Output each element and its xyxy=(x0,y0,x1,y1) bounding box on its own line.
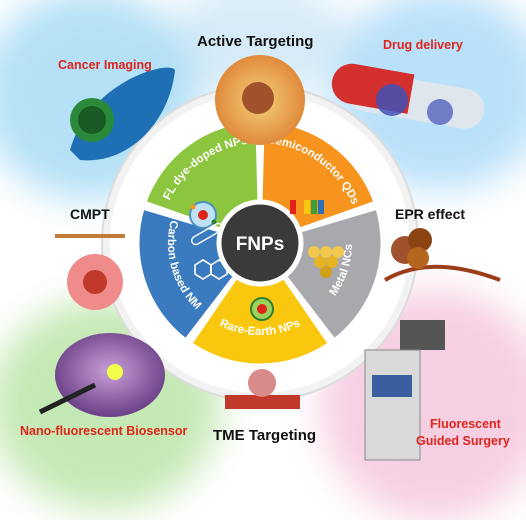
tme-targeting-label: TME Targeting xyxy=(213,427,317,444)
drug-delivery-illustration xyxy=(331,63,485,129)
fl-dye-illustration xyxy=(189,201,217,229)
segment-metal-nc xyxy=(283,206,384,342)
active-targeting-label: Active Targeting xyxy=(197,33,314,50)
rare-earth-illustration xyxy=(250,297,274,321)
cmpt-label: CMPT xyxy=(70,206,110,222)
semiconductor-qd-illustration xyxy=(290,200,324,214)
epr-effect-label: EPR effect xyxy=(395,206,466,222)
epr-effect-illustration xyxy=(384,228,501,282)
segment-semi-qd xyxy=(259,119,377,231)
nano-biosensor-label: Nano-fluorescent Biosensor xyxy=(20,424,188,438)
center-hub xyxy=(218,201,302,285)
cancer-imaging-illustration xyxy=(70,67,175,161)
cmpt-illustration xyxy=(55,234,125,310)
segment-rare-earth xyxy=(188,275,332,367)
fluorescent-surgery-label-line1: Fluorescent xyxy=(430,417,501,431)
fluorescent-surgery-illustration xyxy=(364,320,445,461)
drug-delivery-label: Drug delivery xyxy=(383,38,463,52)
biosensor-illustration xyxy=(38,333,165,417)
tme-targeting-illustration xyxy=(225,369,300,409)
fluorescent-surgery-label-line2: Guided Surgery xyxy=(416,434,510,448)
center-label: FNPs xyxy=(236,234,285,255)
cancer-imaging-label: Cancer Imaging xyxy=(58,58,152,72)
metal-nc-illustration xyxy=(308,246,344,278)
active-targeting-illustration xyxy=(215,55,305,145)
carbon-illustration xyxy=(191,222,228,280)
